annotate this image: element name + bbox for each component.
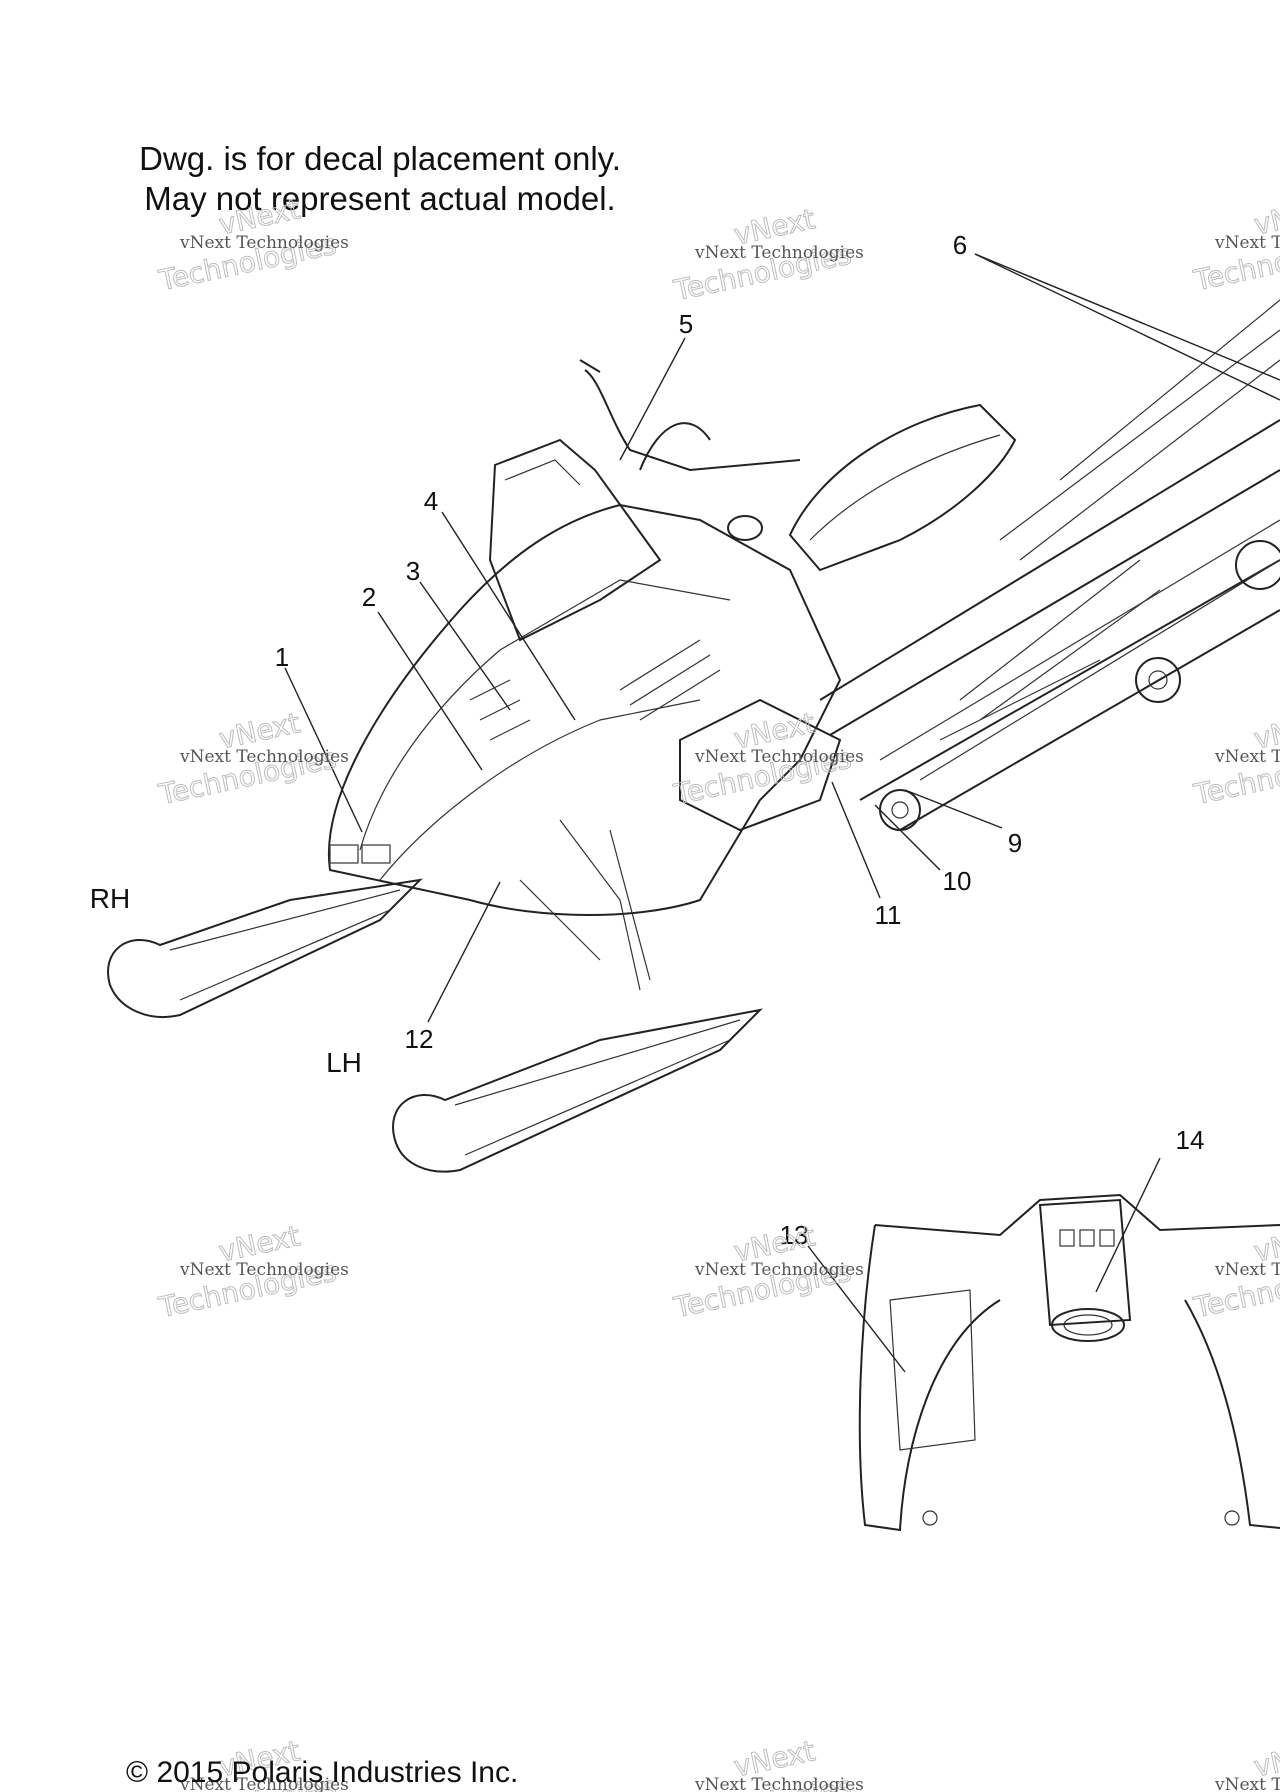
svg-text:vNext Technologies: vNext Technologies: [179, 233, 349, 253]
callout-14: 14: [1176, 1125, 1205, 1155]
callout-3: 3: [406, 556, 420, 586]
callout-1: 1: [275, 642, 289, 672]
svg-text:vNext Technologies: vNext Technologies: [179, 1260, 349, 1280]
rear-panel-illustration: [858, 1193, 1280, 1532]
watermark-2: Technologies vNext vNext Technologies: [670, 202, 864, 308]
watermark-11: Technologies vNext vNext Technologies: [670, 1734, 864, 1792]
callout-2: 2: [362, 582, 376, 612]
watermark-10: Technologies vNext vNext Technologies: [155, 1734, 349, 1792]
callout-5: 5: [679, 309, 693, 339]
watermark-8: Technologies vNext vNext Technologies: [670, 1219, 864, 1325]
watermark-3: Technologies vNext vNext Technologies: [1190, 192, 1280, 298]
svg-text:vNext Technologies: vNext Technologies: [1214, 1260, 1280, 1280]
side-label-rh: RH: [90, 883, 130, 914]
snowmobile-illustration: [107, 299, 1280, 1173]
callout-leader-lines: [284, 253, 1280, 1373]
callout-6: 6: [953, 230, 967, 260]
drawing-note-line-2: May not represent actual model.: [144, 180, 616, 217]
callout-12: 12: [405, 1024, 434, 1054]
svg-text:vNext Technologies: vNext Technologies: [1214, 1775, 1280, 1792]
svg-text:vNext Technologies: vNext Technologies: [1214, 747, 1280, 767]
callout-9: 9: [1008, 828, 1022, 858]
svg-text:vNext Technologies: vNext Technologies: [694, 747, 864, 767]
watermark-4: Technologies vNext vNext Technologies: [155, 706, 349, 812]
callout-13: 13: [780, 1220, 809, 1250]
callout-10: 10: [943, 866, 972, 896]
drawing-note-line-1: Dwg. is for decal placement only.: [139, 140, 621, 177]
svg-text:vNext Technologies: vNext Technologies: [694, 243, 864, 263]
svg-text:vNext Technologies: vNext Technologies: [694, 1260, 864, 1280]
svg-text:vNext Technologies: vNext Technologies: [179, 747, 349, 767]
copyright-notice: © 2015 Polaris Industries Inc.: [126, 1756, 519, 1789]
callout-4: 4: [424, 486, 438, 516]
watermark-1: Technologies vNext vNext Technologies: [155, 192, 349, 298]
side-label-lh: LH: [326, 1047, 362, 1078]
svg-text:vNext Technologies: vNext Technologies: [1214, 233, 1280, 253]
watermark-6: Technologies vNext vNext Technologies: [1190, 706, 1280, 812]
watermark-12: Technologies vNext vNext Technologies: [1190, 1734, 1280, 1792]
watermark-7: Technologies vNext vNext Technologies: [155, 1219, 349, 1325]
svg-text:vNext Technologies: vNext Technologies: [694, 1775, 864, 1792]
svg-text:vNext Technologies: vNext Technologies: [179, 1775, 349, 1792]
callout-11: 11: [875, 900, 902, 930]
